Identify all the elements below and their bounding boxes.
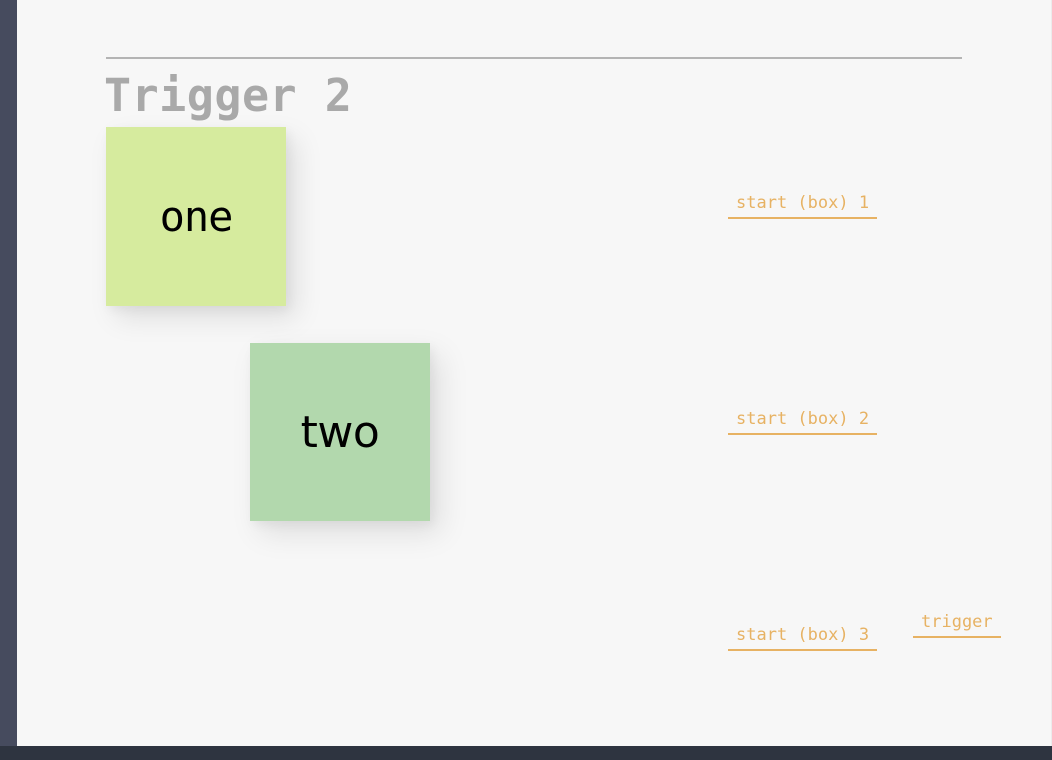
box-two-label: two	[300, 406, 380, 458]
draggable-box-one[interactable]: one	[106, 127, 286, 306]
marker-start-box-3: start (box) 3	[728, 625, 878, 651]
left-rail	[0, 0, 17, 746]
marker-trigger: trigger	[913, 612, 1001, 638]
marker-start-box-2: start (box) 2	[728, 409, 878, 435]
marker-start-box-1: start (box) 1	[728, 193, 878, 219]
bottom-status-bar	[0, 746, 1052, 760]
section-divider	[106, 57, 962, 59]
draggable-box-two[interactable]: two	[250, 343, 430, 521]
box-one-label: one	[159, 192, 234, 241]
content-area: Trigger 2 one two start (box) 1 start (b…	[17, 0, 1051, 746]
page-title: Trigger 2	[104, 69, 353, 122]
